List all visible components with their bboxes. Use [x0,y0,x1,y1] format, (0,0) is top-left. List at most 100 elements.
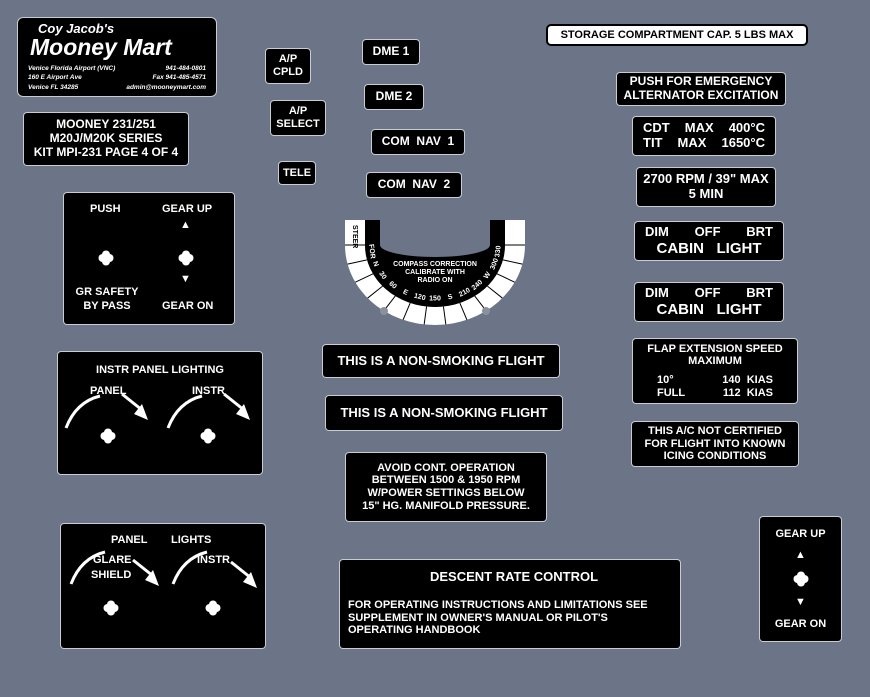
push-button-icon [178,250,194,266]
logo-email: admin@mooneymart.com [126,83,206,91]
flap-full-speed: 112 KIAS [722,386,773,399]
flap-l1: FLAP EXTENSION SPEED [647,342,783,355]
panel-lights-shield: SHIELD [91,569,132,581]
gr-safety: GR SAFETY [75,286,139,298]
avoid-l4: 15" HG. MANIFOLD PRESSURE. [362,499,530,512]
icing-l1: THIS A/C NOT CERTIFIED [647,425,783,438]
avoid-l2: BETWEEN 1500 & 1950 RPM [371,474,521,487]
comnav2-placard: COM NAV 2 [367,173,461,197]
cabin-brt: BRT [746,284,773,300]
compass-heading-label: 300 [489,257,500,271]
comnav1-placard: COM NAV 1 [372,130,464,154]
dme2-text: DME 2 [375,89,413,104]
flap-10-label: 10° [657,374,674,386]
rpm-l1: 2700 RPM / 39" MAX [643,171,769,187]
descent-l1: FOR OPERATING INSTRUCTIONS AND LIMITATIO… [348,598,648,611]
lighting-instr: INSTR [192,385,225,397]
logo-name: Mooney Mart [30,34,172,60]
mounting-hole [380,307,388,315]
gear-safety-placard: PUSH GEAR UP ▲ ▼ GR SAFETY BY PASS GEAR … [64,193,234,324]
compass-heading-label: 150 [429,296,441,303]
avoid-l3: W/POWER SETTINGS BELOW [367,487,525,499]
triangle-down-icon: ▼ [180,273,191,285]
ap-select-l2: SELECT [276,118,320,130]
flap-10-speed: 140 KIAS [722,374,773,386]
panel-lights-glare: GLARE [93,554,132,566]
cabin-brt: BRT [746,223,773,239]
tele-placard: TELE [279,162,315,184]
compass-cell-divider [459,302,468,320]
lighting-title: INSTR PANEL LIGHTING [96,364,224,376]
compass-heading-label: S [447,293,454,301]
lighting-panel: PANEL [90,385,127,397]
no-smoking-placard-1: THIS IS A NON-SMOKING FLIGHT [323,345,559,377]
logo-addr1: Venice Florida Airport (VNC) [28,65,116,72]
arrow-icon [229,560,259,590]
compass-cell-divider [442,306,447,325]
cdt-value: 400°C [728,120,765,136]
knob-icon [100,428,116,444]
gear-on-label: GEAR ON [162,300,214,312]
arrow-icon [131,558,161,588]
gear-up-label: GEAR UP [162,203,213,215]
compass-outer-ring [345,220,525,325]
compass-cell-divider [423,306,428,325]
push-button-icon [98,250,114,266]
gear-switch-placard: GEAR UP ▲ ▼ GEAR ON [760,517,841,641]
cabin-label: CABIN LIGHT [656,300,762,318]
logo-fax: Fax 941-485-4571 [152,74,207,82]
mooney-mart-logo-placard: Coy Jacob's Mooney Mart Venice Florida A… [18,18,216,96]
gear-switch-icon [793,571,808,587]
arc-icon [64,394,102,430]
triangle-up-icon: ▲ [180,219,191,231]
compass-label-band [365,220,505,307]
compass-heading-label: 120 [413,293,426,303]
descent-l2: SUPPLEMENT IN OWNER'S MANUAL OR PILOT'S [348,611,608,624]
cabin-label: CABIN LIGHT [656,239,762,257]
panel-lights-placard: PANEL LIGHTS GLARE SHIELD INSTR [61,524,265,648]
logo-addr3: Venice FL 34285 [28,83,79,91]
compass-cell-divider [347,259,368,265]
arc-icon [166,394,204,430]
compass-title2: CALIBRATE WITH [405,269,465,276]
compass-heading-label: E [402,289,410,298]
no-smoking-text: THIS IS A NON-SMOKING FLIGHT [337,352,545,368]
compass-heading-label: FOR [367,244,376,260]
logo-addr2: 160 E Airport Ave [28,74,82,82]
tit-value: 1650°C [721,135,765,150]
compass-heading-label: 60 [387,280,398,290]
comnav1-text: COM NAV 1 [381,134,455,149]
instr-panel-lighting-placard: INSTR PANEL LIGHTING PANEL INSTR [58,352,262,474]
triangle-down-icon: ▼ [795,596,806,609]
triangle-up-icon: ▲ [795,549,806,562]
comnav2-text: COM NAV 2 [377,177,451,192]
tit-max: MAX [677,135,707,150]
ap-cpld-l2: CPLD [273,66,303,78]
flap-l2: MAXIMUM [688,355,742,368]
series-l1: MOONEY 231/251 [56,117,156,132]
emergency-l1: PUSH FOR EMERGENCY [629,74,773,89]
cabin-dim: DIM [645,223,669,239]
compass-cell-divider [496,273,515,283]
series-l2: M20J/M20K SERIES [49,131,163,146]
compass-heading-label: N [371,261,379,268]
compass-heading-label: 210 [458,287,472,299]
avoid-l1: AVOID CONT. OPERATION [377,461,515,474]
compass-cell-divider [502,259,523,265]
series-l3: KIT MPI-231 PAGE 4 OF 4 [33,144,179,159]
knob-icon [205,600,221,616]
flap-full-label: FULL [657,386,686,399]
panel-lights-instr: INSTR [197,554,230,566]
no-smoking-placard-2: THIS IS A NON-SMOKING FLIGHT [326,396,562,430]
cdt-label: CDT [643,120,670,136]
